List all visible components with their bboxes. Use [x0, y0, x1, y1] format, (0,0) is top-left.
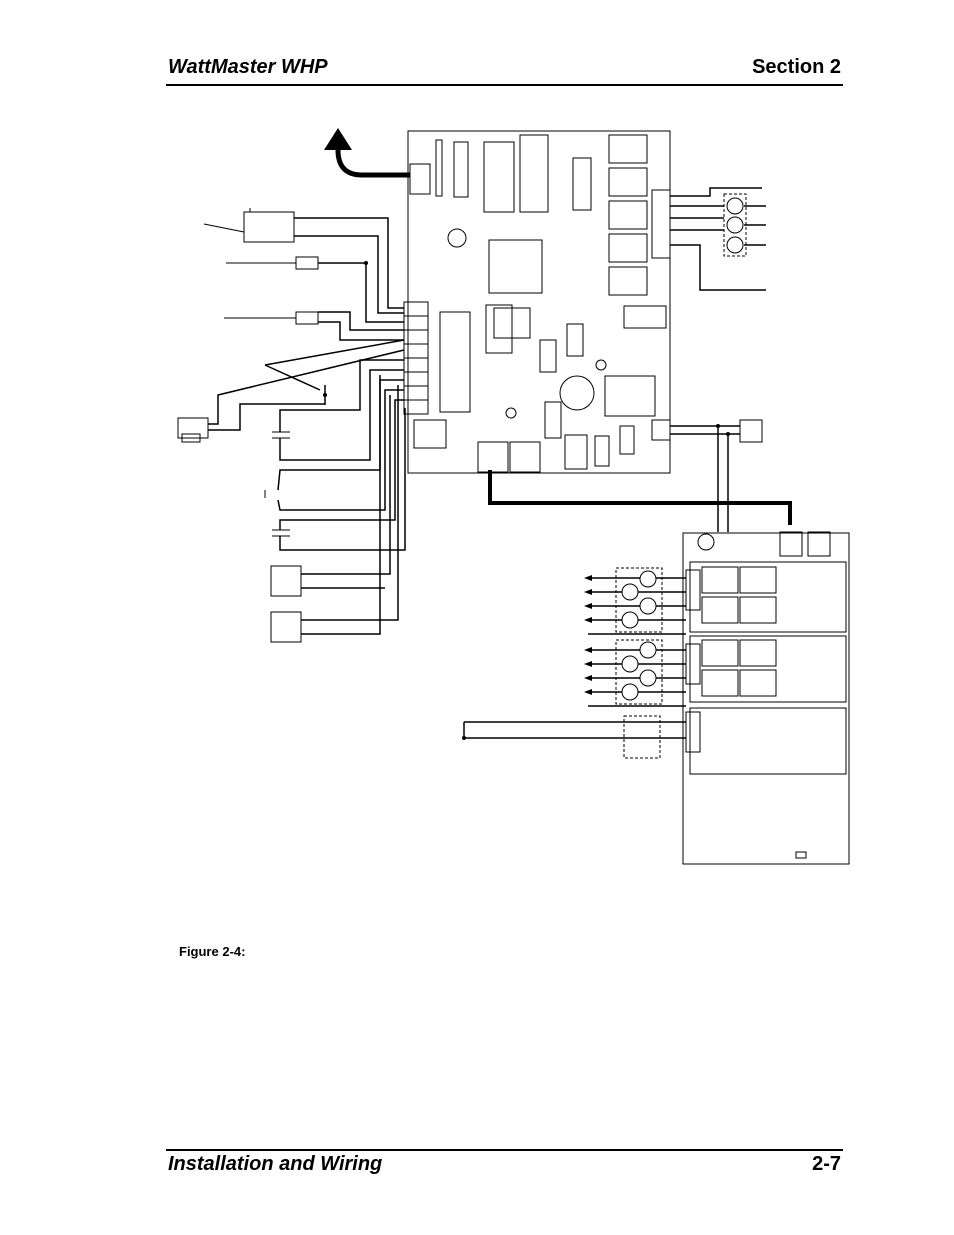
relay — [608, 167, 648, 197]
comm-jack — [807, 531, 831, 557]
controller-board — [407, 130, 671, 474]
board-chip — [623, 305, 667, 329]
page-number: 2-7 — [812, 1153, 841, 1175]
board-chip — [544, 401, 562, 439]
relay — [608, 266, 648, 296]
board-chip — [453, 141, 469, 198]
board-chip — [485, 304, 513, 354]
board-chip — [566, 323, 584, 357]
board-chip — [435, 139, 443, 197]
microcontroller — [488, 239, 543, 294]
buzzer — [559, 375, 595, 411]
relay-box — [270, 611, 302, 643]
comm-jack — [477, 441, 509, 473]
comm-jack — [413, 419, 447, 449]
header-title: WattMaster WHP — [168, 56, 328, 78]
relay — [608, 134, 648, 164]
footer-title: Installation and Wiring — [168, 1153, 383, 1175]
header-rule — [166, 84, 843, 86]
terminal-strip-right — [651, 189, 671, 259]
temp-probe — [295, 311, 319, 325]
board-chip — [483, 141, 515, 213]
output-cable — [335, 140, 410, 178]
sensor-plug — [739, 419, 763, 443]
relay — [608, 233, 648, 263]
board-chip — [519, 134, 549, 213]
duct-sensor — [243, 211, 295, 243]
board-chip — [539, 339, 557, 373]
arrow-up-icon — [324, 128, 352, 150]
figure-caption: Figure 2-4: — [179, 944, 246, 959]
expansion-board — [682, 532, 850, 865]
switch-device — [177, 417, 209, 439]
section-label: Section 2 — [752, 56, 841, 78]
footer-rule — [166, 1149, 843, 1151]
temp-probe — [295, 256, 319, 270]
comm-jack — [509, 441, 541, 473]
board-chip — [572, 157, 592, 211]
relay — [608, 200, 648, 230]
transformer — [604, 375, 656, 417]
relay-box — [270, 565, 302, 597]
comm-jack — [779, 531, 803, 557]
